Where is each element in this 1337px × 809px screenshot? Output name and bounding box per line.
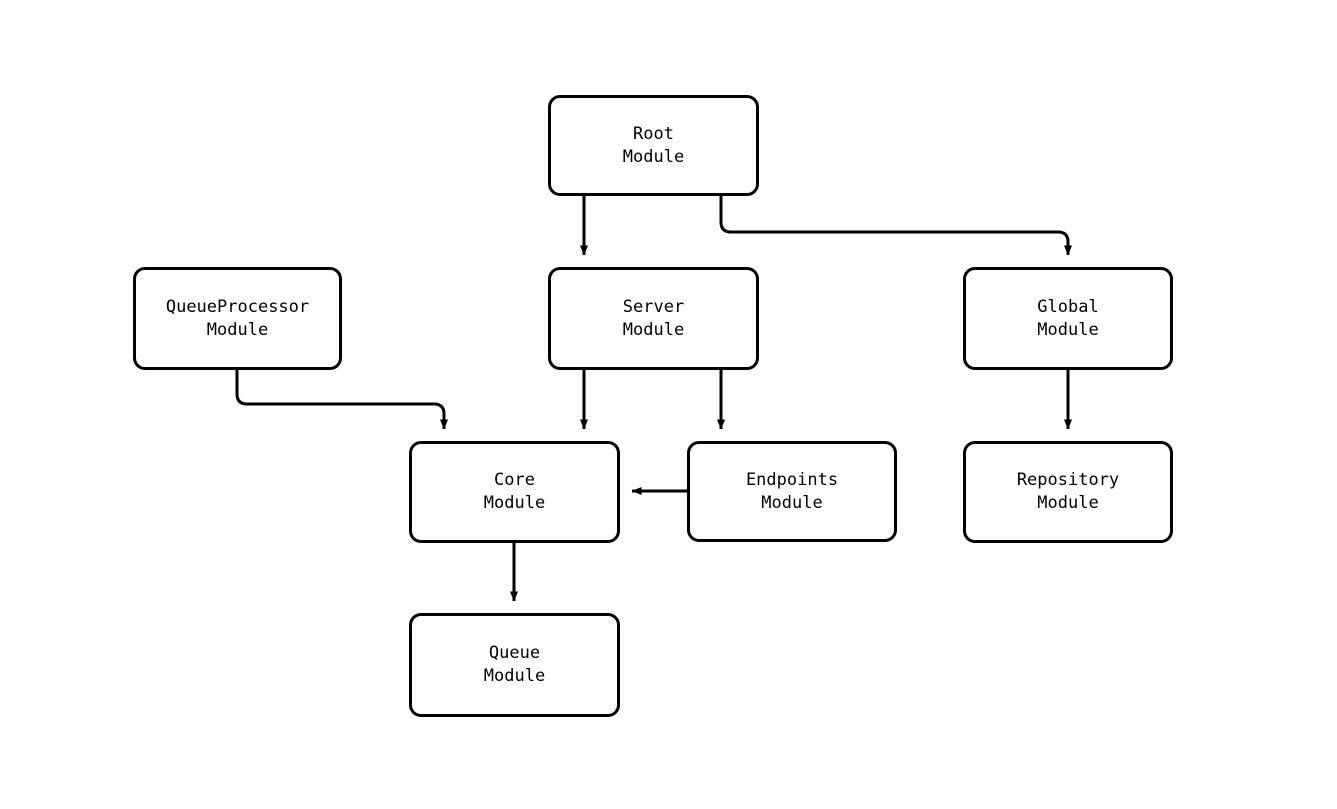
node-label-server: Server Module [622,296,685,340]
node-label-root: Root Module [622,123,685,167]
node-label-core: Core Module [483,470,546,513]
edge-queueprocessor-core [235,370,448,430]
node-label-queue: Queue Module [483,643,546,686]
edge-root-global [719,196,1072,256]
node-queueprocessor[interactable]: QueueProcessor Module [133,267,342,370]
node-label-global: Global Module [1037,296,1099,340]
node-server[interactable]: Server Module [548,267,759,370]
node-queue[interactable]: Queue Module [409,613,620,717]
node-label-repository: Repository Module [1016,470,1120,513]
node-core[interactable]: Core Module [409,441,620,543]
node-endpoints[interactable]: Endpoints Module [687,441,897,542]
node-label-endpoints: Endpoints Module [745,469,839,513]
node-label-queueprocessor: QueueProcessor Module [165,296,310,340]
node-root[interactable]: Root Module [548,95,759,196]
node-repository[interactable]: Repository Module [963,441,1173,543]
node-global[interactable]: Global Module [963,267,1173,370]
